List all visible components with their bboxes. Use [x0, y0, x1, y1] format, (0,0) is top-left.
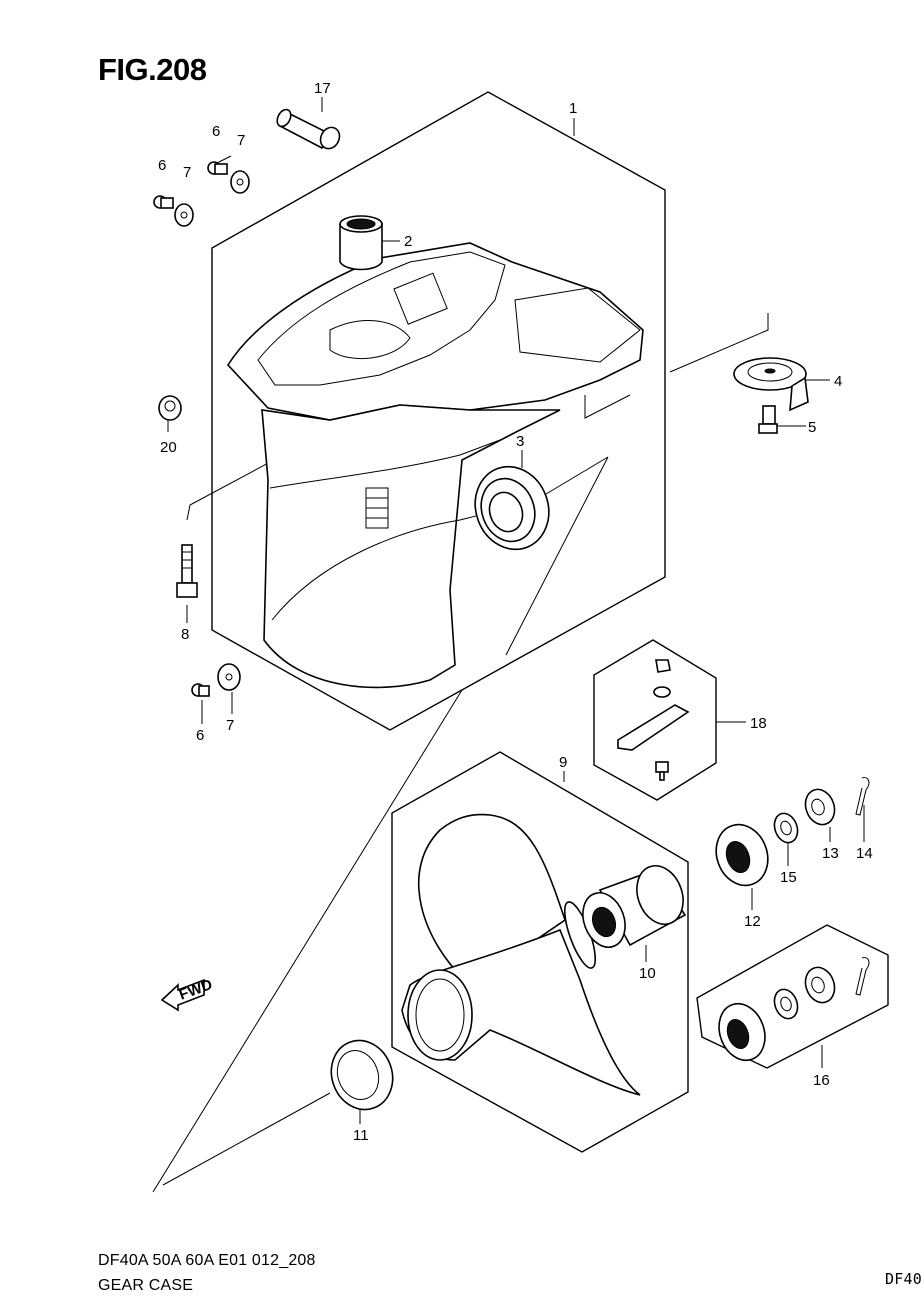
kit-18-box [593, 639, 717, 801]
leader-lines [152, 97, 865, 1193]
fwd-label: FWD [177, 976, 215, 1004]
callout-16: 16 [813, 1072, 830, 1089]
callout-3: 3 [516, 433, 524, 450]
part-20-nut [158, 395, 182, 421]
callout-13: 13 [822, 845, 839, 862]
gear-case-housing [226, 242, 644, 689]
callout-17: 17 [314, 80, 331, 97]
part-17-bushing [276, 108, 341, 150]
callout-18: 18 [750, 715, 767, 732]
corner-code: DF40 [885, 1270, 922, 1288]
callout-7b: 7 [237, 132, 245, 149]
part-3-oil-seal [474, 465, 550, 551]
part-16-kit-spacer [718, 1002, 766, 1062]
callout-15: 15 [780, 869, 797, 886]
fwd-arrow-icon: FWD [160, 976, 215, 1012]
part-16-kit-washer [773, 988, 799, 1020]
gear-case-parts [153, 108, 809, 697]
callout-9: 9 [559, 754, 567, 771]
part-5-bolt [758, 405, 778, 434]
part-8-stud-bolt [176, 544, 198, 598]
callout-14: 14 [856, 845, 873, 862]
figure-code: DF40A 50A 60A E01 012_208 [98, 1252, 316, 1269]
callout-11: 11 [353, 1127, 369, 1144]
propeller-hardware [617, 659, 870, 1062]
part-11-thrust-washer [330, 1039, 394, 1111]
callout-7c: 7 [226, 717, 234, 734]
part-2-sleeve [339, 215, 383, 271]
propeller-box [391, 751, 689, 1153]
callout-12: 12 [744, 913, 761, 930]
part-16-kit-pin [855, 957, 870, 996]
kit-16-box [696, 924, 889, 1069]
callout-8: 8 [181, 626, 189, 643]
part-18-kit [617, 659, 690, 781]
callout-5: 5 [808, 419, 816, 436]
part-10-spacer [582, 865, 687, 948]
part-9-propeller [401, 813, 641, 1096]
part-6-bolt-a [153, 195, 174, 209]
callout-2: 2 [404, 233, 412, 250]
callout-labels: 1 2 3 4 5 6 7 6 7 8 6 7 9 10 11 12 13 14… [158, 80, 873, 1144]
callout-7a: 7 [183, 164, 191, 181]
part-15-washer [773, 812, 799, 844]
part-7-washer-b [230, 170, 250, 194]
callout-1: 1 [569, 100, 577, 117]
callout-6b: 6 [212, 123, 220, 140]
part-6-bolt-b [207, 161, 228, 175]
callout-6c: 6 [196, 727, 204, 744]
part-7-washer-c [217, 663, 241, 691]
part-6-bolt-c [191, 683, 210, 697]
part-16-kit-nut [804, 966, 836, 1004]
part-14-cotter-pin [855, 777, 870, 816]
part-13-castle-nut [804, 788, 836, 826]
callout-4: 4 [834, 373, 842, 390]
callout-20: 20 [160, 439, 177, 456]
callout-6a: 6 [158, 157, 166, 174]
gear-case-box [211, 91, 666, 731]
part-7-washer-a [174, 203, 194, 227]
callout-10: 10 [639, 965, 656, 982]
part-4-trim-tab [733, 357, 809, 412]
figure-name: GEAR CASE [98, 1277, 194, 1294]
figure-title: FIG.208 [98, 52, 207, 87]
part-12-spacer [715, 823, 769, 887]
